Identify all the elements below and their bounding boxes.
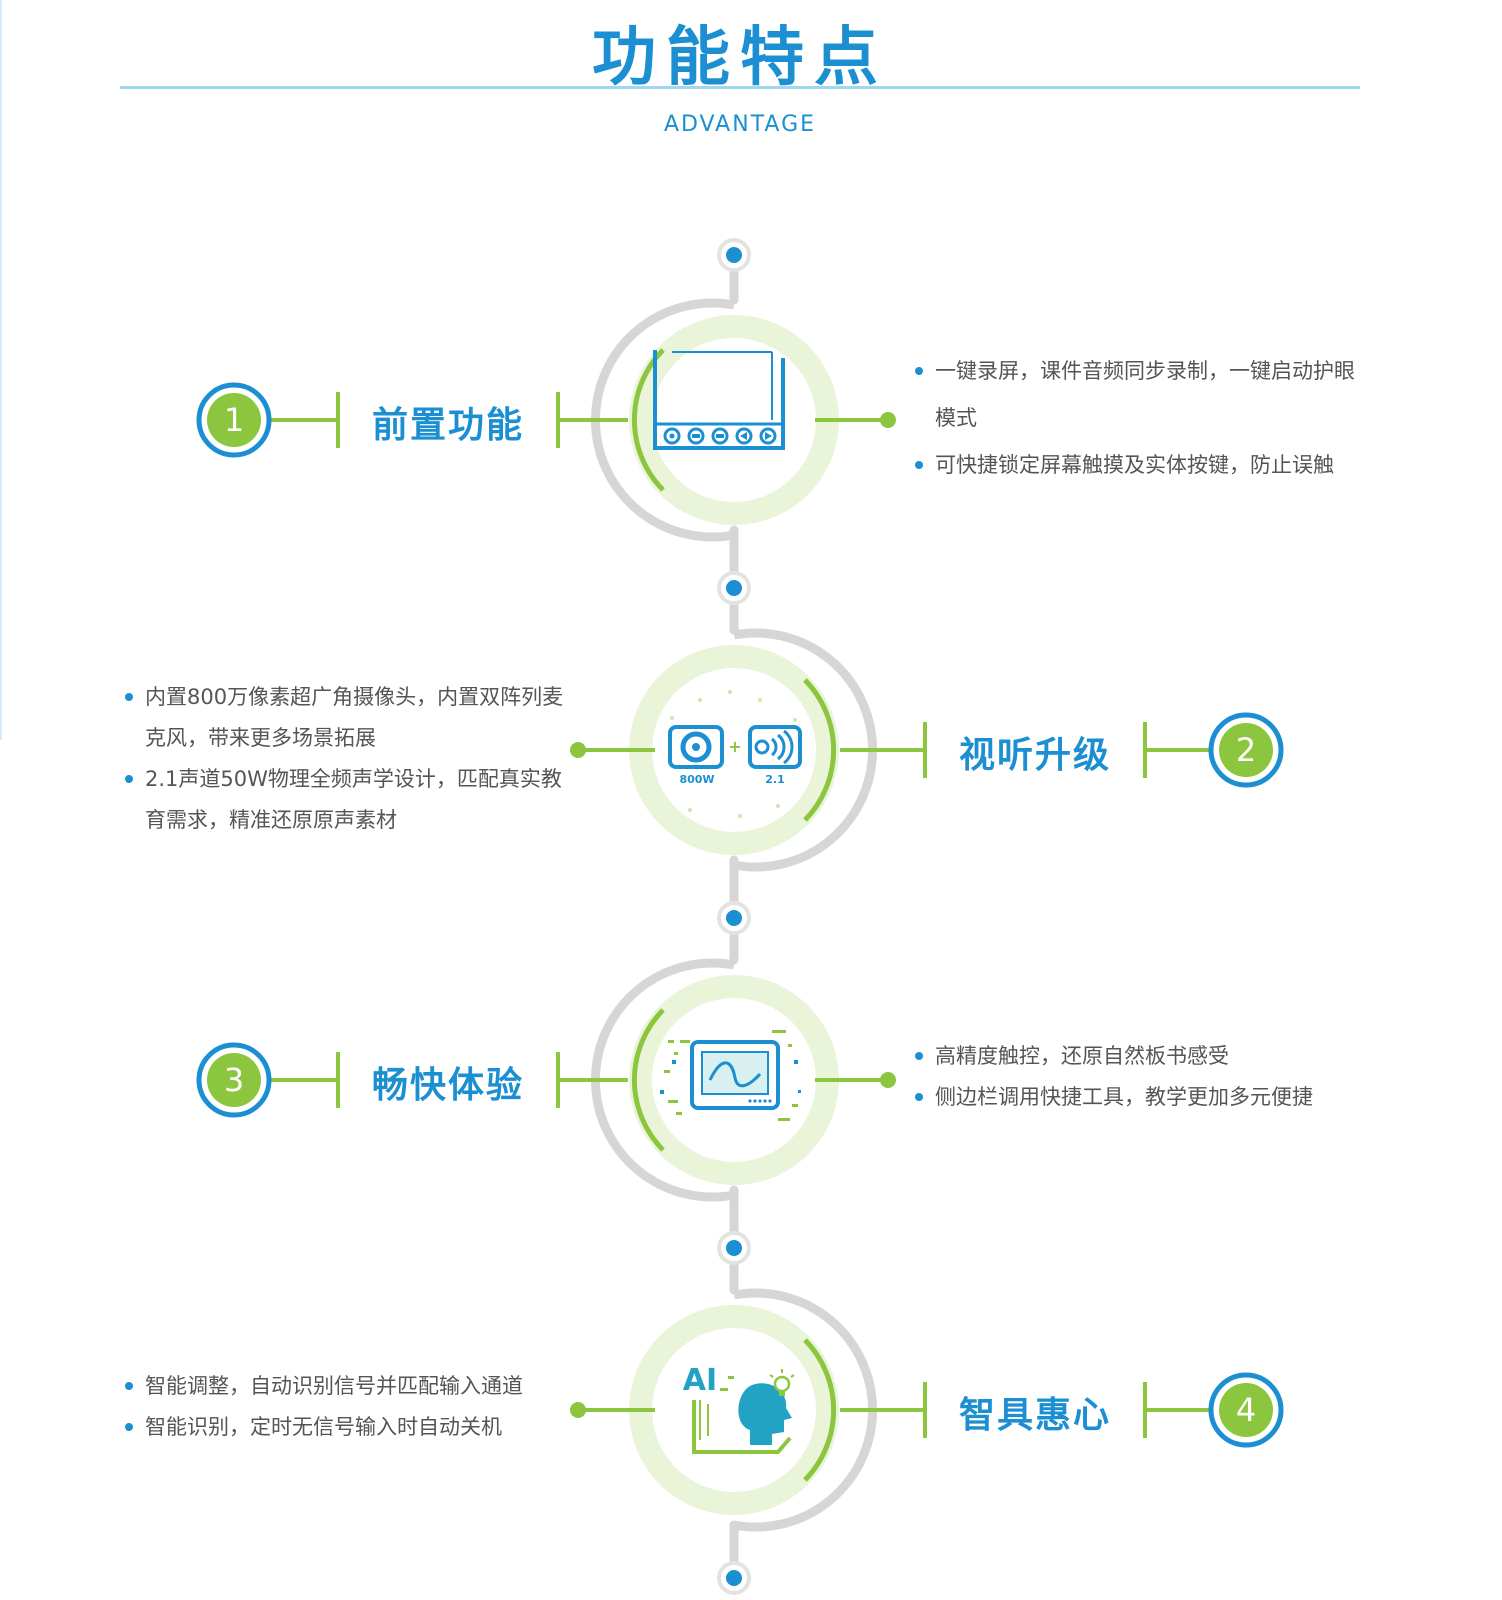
plus-sign: +	[728, 737, 741, 756]
feature-3-point: 侧边栏调用快捷工具，教学更加多元便捷	[915, 1077, 1385, 1118]
page-subtitle: ADVANTAGE	[663, 112, 817, 137]
feature-3-heading: 畅快体验	[371, 1065, 524, 1106]
feature-4-number: 4	[1235, 1391, 1257, 1429]
feature-2-point: 2.1声道50W物理全频声学设计，匹配真实教育需求，精准还原原声素材	[125, 759, 575, 841]
speaker-label: 2.1	[765, 773, 785, 786]
feature-1-heading: 前置功能	[371, 405, 524, 446]
feature-4-connectors	[580, 1382, 1210, 1438]
title-divider	[120, 86, 1360, 89]
camera-speaker-icon: + 800W 2.1	[668, 690, 802, 818]
feature-4-heading: 智具惠心	[958, 1395, 1111, 1436]
feature-4-point: 智能调整，自动识别信号并匹配输入通道	[125, 1366, 585, 1407]
touch-screen-icon	[660, 1030, 801, 1121]
timeline-dots	[717, 238, 751, 1595]
feature-4-badge	[1208, 1372, 1284, 1448]
feature-2-heading: 视听升级	[958, 735, 1111, 776]
feature-2-point: 内置800万像素超广角摄像头，内置双阵列麦克风，带来更多场景拓展	[125, 677, 575, 759]
feature-2-hub	[629, 628, 878, 872]
feature-4-description: 智能调整，自动识别信号并匹配输入通道 智能识别，定时无信号输入时自动关机	[125, 1366, 585, 1448]
ai-label: AI	[683, 1363, 717, 1398]
front-panel-buttons-icon	[653, 350, 785, 450]
feature-2-end-dot	[570, 742, 586, 758]
feature-1-point: 可快捷锁定屏幕触摸及实体按键，防止误触	[915, 442, 1360, 489]
feature-4-end-dot	[570, 1402, 586, 1418]
feature-2-number: 2	[1235, 731, 1257, 769]
ai-head-icon: AI	[683, 1363, 795, 1454]
feature-1-end-dot	[880, 412, 896, 428]
feature-1-badge	[196, 382, 272, 458]
feature-1-point: 一键录屏，课件音频同步录制，一键启动护眼模式	[915, 348, 1360, 442]
feature-3-point: 高精度触控，还原自然板书感受	[915, 1036, 1385, 1077]
feature-3-badge	[196, 1042, 272, 1118]
page-title: 功能特点	[592, 21, 888, 95]
camera-label: 800W	[679, 773, 714, 786]
feature-1-description: 一键录屏，课件音频同步录制，一键启动护眼模式 可快捷锁定屏幕触摸及实体按键，防止…	[915, 348, 1360, 489]
feature-2-connectors	[580, 722, 1210, 778]
feature-1-hub	[590, 298, 839, 542]
feature-3-end-dot	[880, 1072, 896, 1088]
feature-3-number: 3	[223, 1061, 245, 1099]
feature-4-point: 智能识别，定时无信号输入时自动关机	[125, 1407, 585, 1448]
feature-2-description: 内置800万像素超广角摄像头，内置双阵列麦克风，带来更多场景拓展 2.1声道50…	[125, 677, 575, 841]
feature-1-number: 1	[223, 401, 245, 439]
page-edge-line	[0, 0, 2, 740]
feature-3-connectors	[270, 1052, 888, 1108]
feature-1-connectors	[270, 392, 888, 448]
feature-2-badge	[1208, 712, 1284, 788]
feature-3-description: 高精度触控，还原自然板书感受 侧边栏调用快捷工具，教学更加多元便捷	[915, 1036, 1385, 1118]
